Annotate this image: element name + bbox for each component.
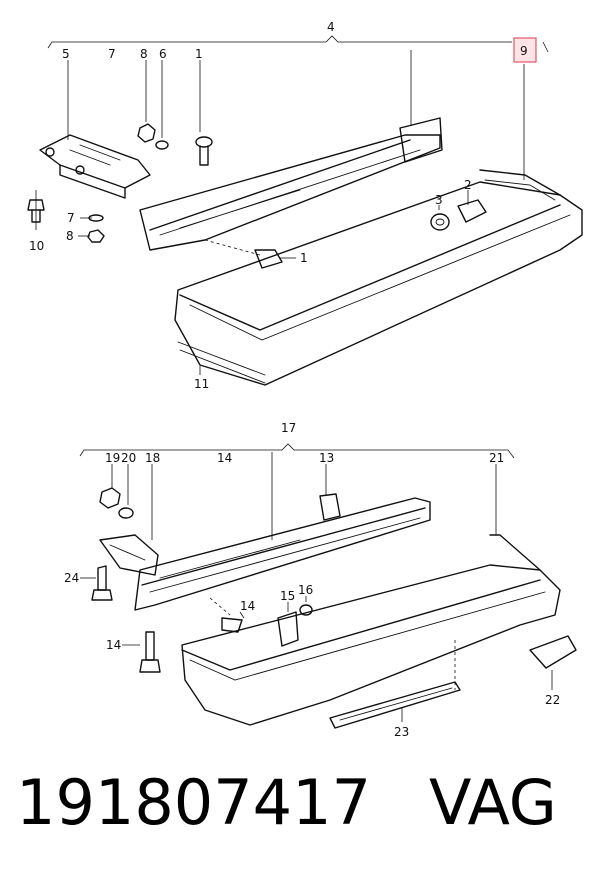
callout-5: 5: [62, 47, 70, 61]
callout-14-mid: 14: [240, 599, 255, 613]
callout-6: 6: [159, 47, 167, 61]
callout-14-top: 14: [217, 451, 232, 465]
callout-14-low: 14: [106, 638, 121, 652]
callout-7-low: 7: [67, 211, 75, 225]
callout-17: 17: [281, 421, 296, 435]
callout-8-low: 8: [66, 229, 74, 243]
callout-23: 23: [394, 725, 409, 739]
callout-18: 18: [145, 451, 160, 465]
callout-7: 7: [108, 47, 116, 61]
caption-part-number: 191807417: [16, 766, 372, 839]
callout-15: 15: [280, 589, 295, 603]
callout-19: 19: [105, 451, 120, 465]
callout-24: 24: [64, 571, 79, 585]
callout-21: 21: [489, 451, 504, 465]
callout-1-right: 1: [300, 251, 308, 265]
callout-3: 3: [435, 193, 443, 207]
caption-brand: VAG: [429, 766, 557, 839]
callout-8: 8: [140, 47, 148, 61]
highlight-box: [513, 37, 537, 63]
callout-22: 22: [545, 693, 560, 707]
callout-9: 9: [520, 44, 528, 58]
callout-16: 16: [298, 583, 313, 597]
callout-20: 20: [121, 451, 136, 465]
callout-4: 4: [327, 20, 335, 34]
callout-2: 2: [464, 178, 472, 192]
callout-1-top: 1: [195, 47, 203, 61]
lower-assembly: 17 19 20 18 14 13 21 24 14 15 16 14 22 2…: [64, 421, 577, 739]
callout-13: 13: [319, 451, 334, 465]
upper-assembly: 4 5 7 8 6 1 9 2 3 7 8 10 1 11: [27, 20, 583, 391]
callout-10: 10: [29, 239, 44, 253]
callout-11: 11: [194, 377, 209, 391]
